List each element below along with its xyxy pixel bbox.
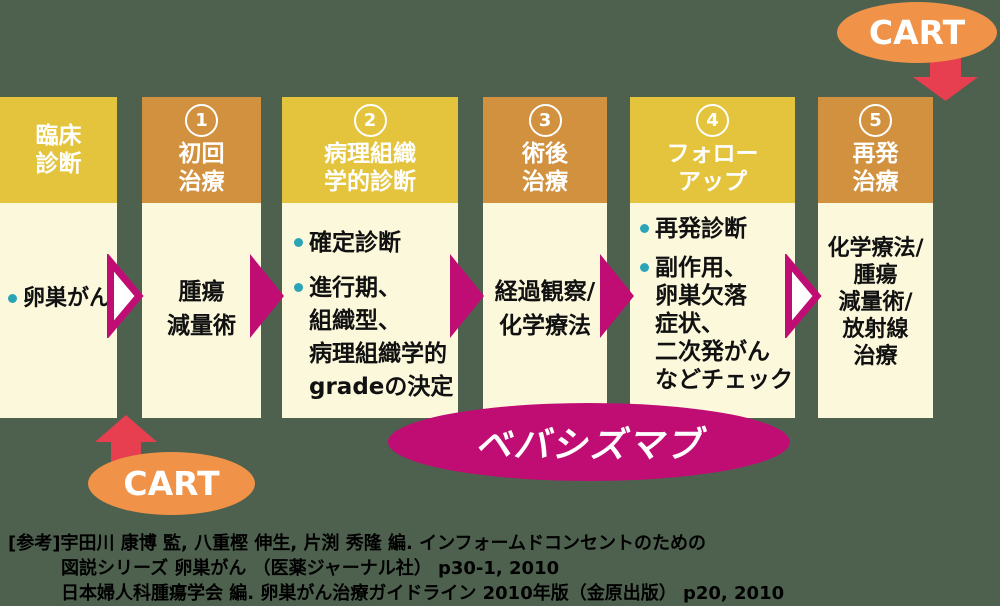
- reference-line: 図説シリーズ 卵巣がん （医薬ジャーナル社） p30-1, 2010: [61, 558, 560, 579]
- column-header: 3 術後 治療: [483, 97, 607, 203]
- cart-label: CART: [868, 13, 966, 52]
- list-item-text: 再発診断: [655, 216, 747, 242]
- column-title: 再発 治療: [852, 141, 899, 195]
- column-title: フォロー アップ: [666, 141, 759, 195]
- list-item-text: 副作用、 卵巣欠落 症状、 二次発がん などチェック: [655, 255, 793, 393]
- column-body: 腫瘍 減量術: [142, 203, 261, 418]
- column-title: 病理組織 学的診断: [324, 141, 416, 195]
- bullet-icon: [294, 238, 303, 247]
- column-header: 1 初回 治療: [142, 97, 261, 203]
- flow-arrow-icon: [450, 254, 484, 338]
- column-text: 経過観察/ 化学療法: [494, 279, 596, 339]
- list-item: 副作用、 卵巣欠落 症状、 二次発がん などチェック: [640, 254, 795, 394]
- bullet-icon: [640, 224, 649, 233]
- cart-badge-bottom: CART: [88, 452, 255, 515]
- cart-label: CART: [123, 464, 220, 503]
- column-histopathological-diagnosis: 2 病理組織 学的診断 確定診断 進行期、 組織型、 病理組織学的 gradeの…: [282, 97, 458, 418]
- list-item-text: 進行期、 組織型、 病理組織学的 gradeの決定: [309, 275, 454, 400]
- column-body: 化学療法/ 腫瘍 減量術/ 放射線 治療: [818, 203, 933, 418]
- flow-arrow-outline-icon: [785, 252, 822, 340]
- list-item-text: 卵巣がん: [23, 286, 112, 311]
- list-item: 進行期、 組織型、 病理組織学的 gradeの決定: [294, 272, 458, 404]
- column-body: 経過観察/ 化学療法: [483, 203, 607, 418]
- column-title: 初回 治療: [178, 141, 225, 195]
- bullet-icon: [294, 283, 303, 292]
- list-item: 再発診断: [640, 215, 795, 243]
- column-body: 卵巣がん: [0, 203, 117, 418]
- column-clinical-diagnosis: 臨床 診断 卵巣がん: [0, 97, 117, 418]
- column-title: 臨床 診断: [35, 123, 82, 177]
- list-item-text: 確定診断: [309, 230, 401, 256]
- step-number-badge: 5: [859, 104, 892, 137]
- list-item: 確定診断: [294, 227, 458, 260]
- step-number-badge: 3: [528, 104, 562, 137]
- column-text: 腫瘍 減量術: [167, 279, 236, 339]
- step-number-badge: 4: [696, 104, 729, 137]
- flow-arrow-icon: [250, 254, 284, 338]
- column-body: 再発診断 副作用、 卵巣欠落 症状、 二次発がん などチェック: [630, 203, 795, 418]
- column-postoperative-treatment: 3 術後 治療 経過観察/ 化学療法: [483, 97, 607, 418]
- step-number-badge: 1: [185, 104, 218, 137]
- bullet-icon: [8, 294, 17, 303]
- cart-badge-top: CART: [837, 2, 997, 63]
- column-text: 化学療法/ 腫瘍 減量術/ 放射線 治療: [827, 236, 924, 369]
- red-arrow-down-icon: [913, 55, 978, 101]
- reference-line: [参考]宇田川 康博 監, 八重樫 伸生, 片渕 秀隆 編. インフォームドコン…: [8, 533, 707, 554]
- bevacizumab-badge: ベバシズマブ: [388, 403, 790, 481]
- column-header: 2 病理組織 学的診断: [282, 97, 458, 203]
- bullet-icon: [640, 263, 649, 272]
- reference-text: [参考]宇田川 康博 監, 八重樫 伸生, 片渕 秀隆 編. インフォームドコン…: [8, 531, 784, 606]
- column-recurrence-treatment: 5 再発 治療 化学療法/ 腫瘍 減量術/ 放射線 治療: [818, 97, 933, 418]
- column-initial-treatment: 1 初回 治療 腫瘍 減量術: [142, 97, 261, 418]
- column-header: 5 再発 治療: [818, 97, 933, 203]
- column-title: 術後 治療: [522, 141, 568, 195]
- column-header: 臨床 診断: [0, 97, 117, 203]
- flow-arrow-icon: [600, 254, 634, 338]
- reference-line: 日本婦人科腫瘍学会 編. 卵巣がん治療ガイドライン 2010年版（金原出版） p…: [61, 583, 785, 604]
- bevacizumab-label: ベバシズマブ: [474, 425, 703, 466]
- column-body: 確定診断 進行期、 組織型、 病理組織学的 gradeの決定: [282, 203, 458, 418]
- list-item: 卵巣がん: [8, 283, 117, 314]
- column-header: 4 フォロー アップ: [630, 97, 795, 203]
- flow-arrow-outline-icon: [107, 252, 144, 340]
- column-follow-up: 4 フォロー アップ 再発診断 副作用、 卵巣欠落 症状、 二次発がん などチェ…: [630, 97, 795, 418]
- red-arrow-up-icon: [95, 415, 157, 463]
- step-number-badge: 2: [353, 104, 387, 137]
